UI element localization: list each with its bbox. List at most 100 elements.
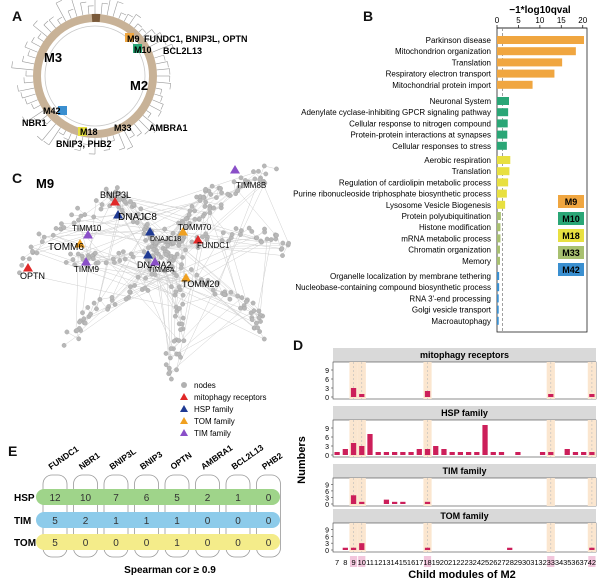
e-cell-value: 0: [205, 538, 211, 549]
network-node: [178, 354, 183, 360]
module-tree-spoke: [146, 110, 152, 114]
d-x-axis-label: Child modules of M2: [408, 569, 516, 581]
module-tree-branch: [63, 137, 69, 141]
module-tree-branch: [147, 113, 152, 118]
module-tree-spoke: [112, 1, 118, 17]
d-bar: [474, 452, 480, 455]
module-tree-branch: [82, 143, 89, 145]
module-tree-branch: [17, 85, 19, 92]
gene-label-bcl2l13: BCL2L13: [163, 46, 202, 56]
network-node: [90, 256, 96, 262]
gene-label-nbr1: NBR1: [22, 118, 47, 128]
b-bar: [497, 97, 509, 105]
b-legend-label: M33: [562, 248, 580, 258]
module-tree-spoke: [25, 110, 44, 123]
module-tree-spoke: [22, 93, 36, 99]
module-tree-spoke: [67, 10, 72, 19]
d-x-tick-label: 9: [351, 558, 355, 567]
network-edge: [175, 237, 185, 317]
module-tree-spoke: [154, 93, 163, 97]
network-node: [194, 272, 200, 278]
network-node: [20, 256, 26, 261]
network-node: [166, 238, 171, 244]
network-node: [143, 238, 148, 243]
network-node: [183, 225, 188, 231]
network-node: [181, 338, 187, 344]
d-bar: [392, 501, 398, 504]
d-bar: [383, 452, 390, 455]
network-edge: [130, 201, 255, 311]
network-node: [258, 319, 263, 324]
d-bar: [498, 452, 505, 455]
network-node: [274, 232, 279, 238]
module-tree-spoke: [48, 19, 56, 29]
b-term-label: Lysosome Vesicle Biogenesis: [386, 201, 491, 210]
d-bar: [408, 452, 414, 455]
network-node: [221, 292, 227, 297]
network-edge: [145, 278, 207, 284]
b-legend-label: M10: [562, 214, 580, 224]
module-tree-branch: [171, 44, 175, 51]
e-cell-value: 0: [83, 538, 89, 549]
network-node: [122, 256, 128, 262]
network-node: [192, 208, 198, 214]
module-tree-branch: [67, 145, 74, 148]
network-node: [127, 289, 133, 295]
d-facet-strip: [333, 509, 596, 523]
d-y-tick-label: 0: [325, 548, 329, 555]
d-highlight-band: [423, 523, 432, 552]
network-node: [238, 175, 244, 181]
d-bar: [400, 452, 406, 455]
e-cell-value: 0: [205, 516, 211, 527]
network-node: [105, 191, 111, 196]
network-node: [204, 237, 210, 243]
network-edge: [53, 197, 217, 236]
d-bar: [350, 547, 357, 550]
network-node: [36, 231, 42, 237]
module-tree-branch: [43, 20, 49, 26]
module-tree-spoke: [37, 115, 48, 124]
d-highlight-band: [546, 420, 555, 457]
d-bar: [367, 434, 373, 455]
b-bar: [497, 178, 509, 187]
network-node: [59, 221, 64, 227]
network-gene-label: TOMM6: [48, 242, 84, 253]
d-highlight-band: [423, 362, 432, 399]
b-bar: [497, 212, 501, 220]
d-x-tick-label: 11: [366, 558, 374, 567]
b-term-label: Neuronal System: [430, 97, 492, 106]
d-x-tick-highlight: [588, 556, 596, 567]
panel-letter-b: B: [363, 8, 374, 24]
network-node: [268, 237, 274, 242]
network-node: [170, 230, 176, 236]
network-node: [74, 328, 80, 333]
m10-marker: [133, 44, 142, 53]
module-tree-spoke: [152, 99, 164, 105]
network-node: [86, 255, 92, 261]
b-bar: [497, 36, 584, 44]
b-term-label: Regulation of cardiolipin metabolic proc…: [339, 178, 491, 187]
d-bar: [392, 452, 398, 455]
network-node: [53, 226, 59, 231]
network-gene-marker: [178, 227, 188, 236]
network-edge: [260, 177, 289, 244]
d-x-tick-label: 33: [547, 558, 555, 567]
network-node: [167, 355, 173, 361]
network-node: [153, 239, 159, 245]
network-edge: [159, 247, 255, 329]
module-tree-branch: [163, 55, 166, 61]
network-node: [183, 247, 188, 253]
network-node: [179, 321, 185, 327]
module-tree-branch: [33, 20, 38, 26]
d-bar: [375, 452, 381, 455]
network-node: [180, 220, 186, 226]
network-node: [176, 306, 182, 311]
b-tick-label: 15: [557, 16, 566, 25]
module-tree-spoke: [123, 14, 129, 22]
d-bar: [433, 446, 439, 455]
d-bar: [416, 449, 422, 455]
module-tree-branch: [142, 28, 147, 33]
b-legend-label: M42: [562, 265, 580, 275]
module-tree-spoke: [149, 104, 162, 112]
